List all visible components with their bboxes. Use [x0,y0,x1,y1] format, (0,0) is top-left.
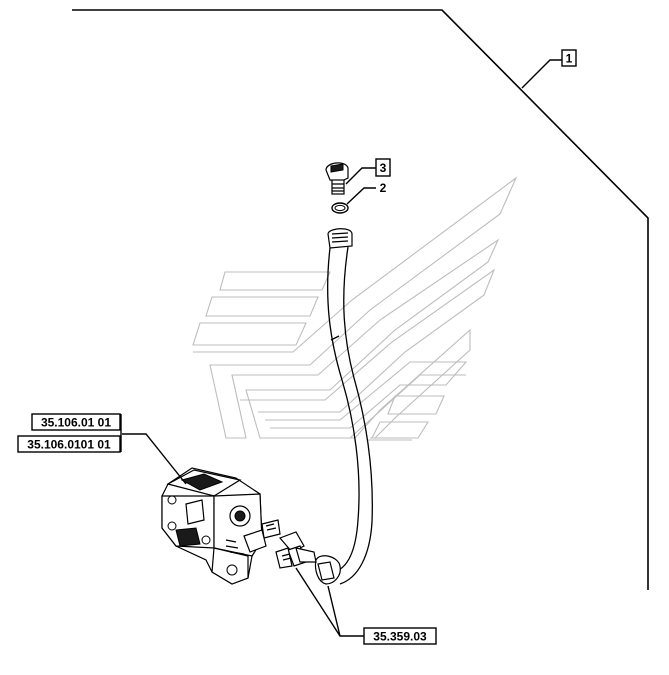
callout-pump-a-box [31,413,121,431]
callout-2-leader [346,187,376,205]
callout-item-3[interactable]: 3 [345,158,391,185]
callout-hose-label: 35.359.03 [373,630,427,644]
callout-pump-b-box [17,435,121,453]
callout-3-leader [345,167,377,185]
frame-outline [72,9,649,590]
hydraulic-pump [161,467,267,585]
callout-item-2[interactable]: 2 [346,181,387,205]
callout-item-1[interactable]: 1 [521,49,577,89]
callout-pump-a-label: 35.106.01 01 [41,416,111,430]
callout-pump-b-label: 35.106.0101 01 [27,438,111,452]
callout-3-box [375,158,391,177]
watermark-logo [192,176,518,441]
callout-1-box [561,49,577,67]
callout-3-label: 3 [380,161,387,175]
fitting-part-3 [325,162,349,195]
tee-fitting [261,519,317,569]
callout-hose-box [363,627,437,645]
callout-2-label: 2 [380,181,387,195]
callout-1-leader [521,59,565,89]
callout-pump-leader [122,433,187,485]
callout-pump-group[interactable]: 35.106.01 01 35.106.0101 01 [17,413,187,485]
callout-hose-group[interactable]: 35.359.03 [295,567,437,645]
callout-hose-leader-2 [327,585,341,637]
oring-part-2 [331,202,349,214]
hydraulic-hose [314,228,373,585]
callout-1-label: 1 [566,52,573,66]
